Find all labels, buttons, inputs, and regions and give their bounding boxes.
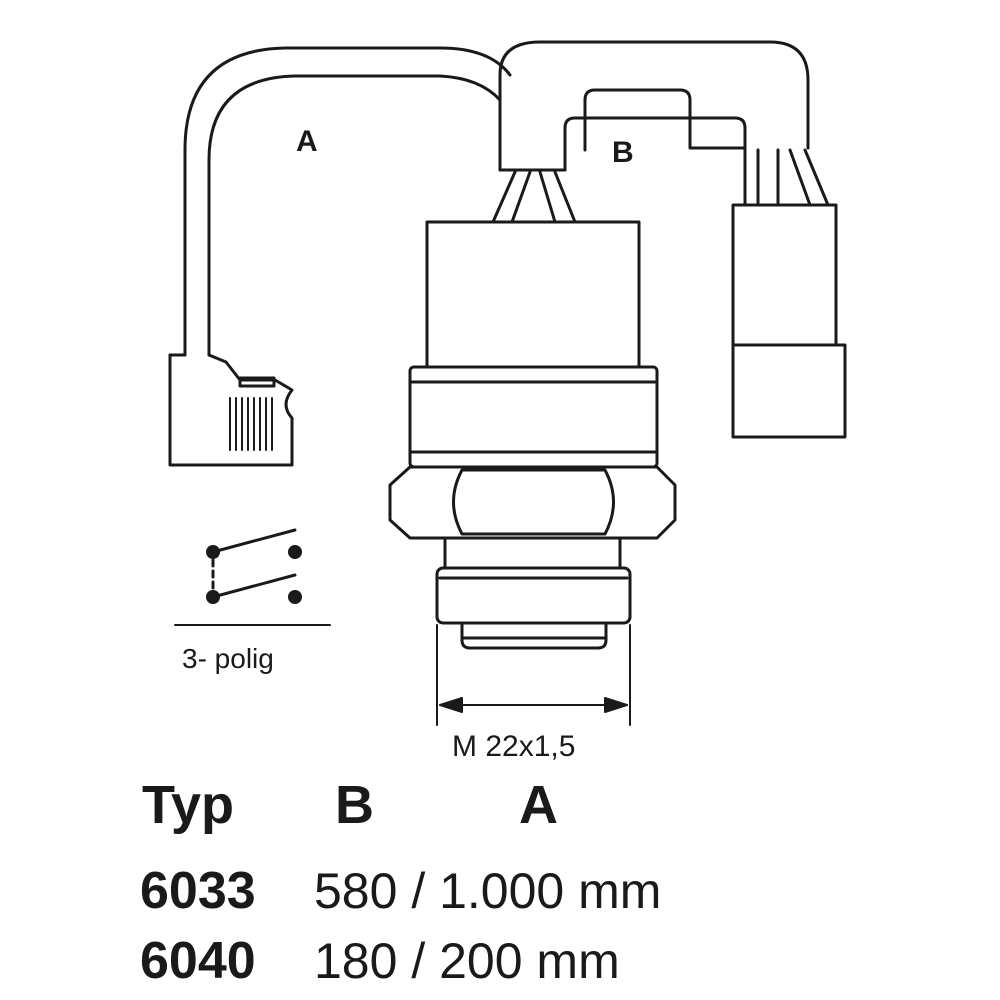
header-b: B — [335, 775, 374, 835]
cable-b-label: B — [612, 136, 634, 169]
switch-symbol-icon — [174, 528, 331, 626]
row-typ: 6033 — [140, 862, 256, 920]
row-typ: 6040 — [140, 932, 256, 990]
cable-a-label: A — [296, 125, 318, 158]
header-typ: Typ — [142, 775, 234, 835]
switch-caption: 3- polig — [182, 643, 274, 674]
row-lengths: 180 / 200 mm — [314, 933, 620, 989]
cable-a — [183, 46, 512, 357]
dimension-arrow-icon — [436, 624, 631, 726]
head-wires — [491, 170, 577, 224]
connector-b — [731, 203, 847, 439]
cable-b — [498, 40, 830, 207]
header-a: A — [519, 775, 558, 835]
row-lengths: 580 / 1.000 mm — [314, 863, 662, 919]
sensor-body — [388, 220, 677, 650]
connector-a — [168, 353, 294, 467]
thread-label: M 22x1,5 — [452, 730, 575, 763]
